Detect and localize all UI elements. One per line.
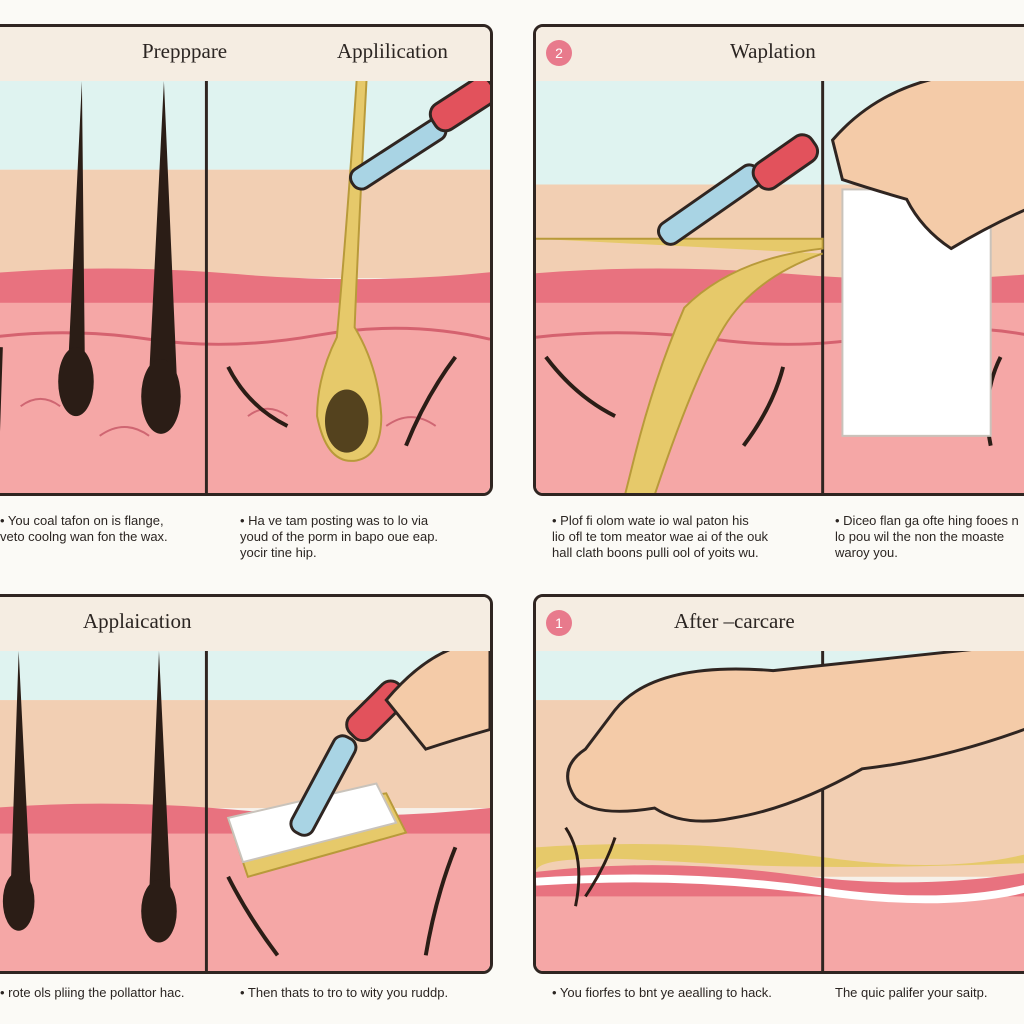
caption-line: yocir tine hip.	[240, 545, 317, 560]
caption-line: lo pou wil the non the moaste	[835, 529, 1005, 544]
caption-line: The quic palifer your saitp.	[835, 985, 988, 1000]
caption-line: • rote ols pliing the pollattor hac.	[0, 985, 185, 1000]
panel-application: Applaication	[0, 594, 493, 974]
caption-then: • Then thats to tro to wity you ruddp.	[240, 985, 448, 1001]
caption-prepare: • You coal tafon on is flange, veto cool…	[0, 513, 168, 545]
panel-header: Prepppare Applilication	[0, 27, 490, 84]
step-badge: 1	[546, 610, 572, 636]
caption-line: veto coolng wan fon the wax.	[0, 529, 168, 544]
caption-line: waroy you.	[835, 545, 898, 560]
panel-aftercare: 1 After –carcare	[533, 594, 1024, 974]
caption-waplation: • Plof fi olom wate io wal paton his lio…	[552, 513, 768, 561]
panel-title-applaication: Applaication	[83, 609, 192, 633]
step-badge: 2	[546, 40, 572, 66]
caption-application: • Ha ve tam posting was to lo via youd o…	[240, 513, 438, 561]
panel-waplation: 2 Waplation	[533, 24, 1024, 496]
caption-remove-strip: • Diceo flan ga ofte hing fooes n lo pou…	[835, 513, 1019, 561]
aftercare-illustration	[536, 651, 1024, 971]
caption-pull-strip: • rote ols pliing the pollattor hac.	[0, 985, 185, 1001]
panel-prepare: Prepppare Applilication	[0, 24, 493, 496]
caption-line: • You fiorfes to bnt ye aealling to hack…	[552, 985, 772, 1000]
panel-header: 2 Waplation	[536, 27, 1024, 84]
caption-line: youd of the porm in bapo oue eap.	[240, 529, 439, 544]
skin-cross-section-illustration	[0, 81, 490, 493]
caption-line: • You coal tafon on is flange,	[0, 513, 164, 528]
strip-application-illustration	[0, 651, 490, 971]
caption-line: hall clath boons pulli ool of yoits wu.	[552, 545, 759, 560]
panel-title-application: Applilication	[337, 39, 448, 63]
wax-strip-illustration	[536, 81, 1024, 493]
panel-title-waplation: Waplation	[730, 39, 816, 63]
caption-line: • Then thats to tro to wity you ruddp.	[240, 985, 449, 1000]
caption-line: lio ofl te tom meator wae ai of the ouk	[552, 529, 769, 544]
caption-line: • Plof fi olom wate io wal paton his	[552, 513, 749, 528]
caption-line: • Ha ve tam posting was to lo via	[240, 513, 429, 528]
panel-header: Applaication	[0, 597, 490, 654]
panel-title-aftercare: After –carcare	[674, 609, 795, 633]
caption-aftercare: • You fiorfes to bnt ye aealling to hack…	[552, 985, 772, 1001]
caption-line: • Diceo flan ga ofte hing fooes n	[835, 513, 1019, 528]
panel-header: 1 After –carcare	[536, 597, 1024, 654]
caption-soothe: The quic palifer your saitp.	[835, 985, 987, 1001]
panel-title-prepare: Prepppare	[142, 39, 228, 63]
